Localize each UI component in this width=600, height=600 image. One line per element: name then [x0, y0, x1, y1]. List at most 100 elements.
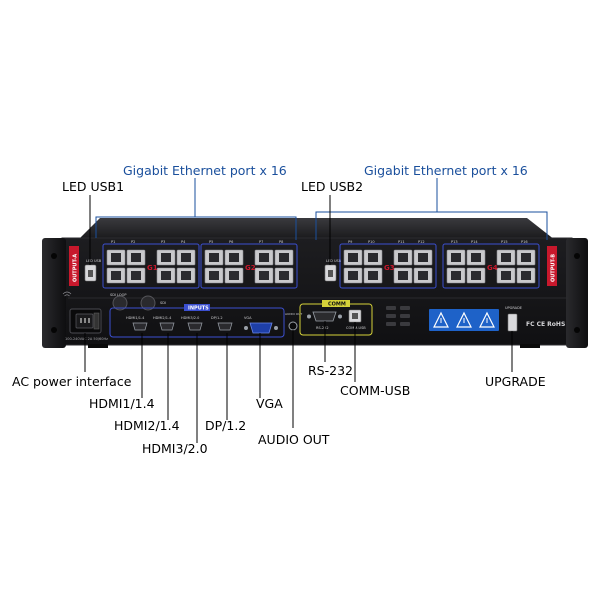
- chassis-foot: [520, 344, 540, 348]
- vga-screw: [274, 326, 278, 330]
- warning-icons: [433, 311, 495, 328]
- ethernet-port-socket: [368, 253, 378, 262]
- port-number-label: P5: [209, 240, 213, 244]
- gige-left-leader: [95, 216, 297, 240]
- power-switch[interactable]: [93, 312, 100, 330]
- port-number-label: P10: [368, 240, 375, 244]
- certification-marks: FC CE RoHS: [526, 321, 565, 328]
- gige-right-callout: Gigabit Ethernet port x 16: [364, 163, 528, 178]
- port-group-frame: [102, 243, 200, 289]
- upgrade-small-label: UPGRADE: [505, 306, 522, 310]
- output-b-label: OUTPUT-B: [551, 254, 557, 282]
- ethernet-port-socket: [348, 271, 358, 280]
- port-group-frame: [339, 243, 437, 289]
- warning-triangle-icon: [479, 311, 495, 328]
- rs232-connector[interactable]: [312, 311, 337, 322]
- ear-hole: [51, 327, 57, 333]
- ethernet-port-socket: [131, 253, 141, 262]
- ethernet-port-socket: [471, 271, 481, 280]
- upgrade-callout: UPGRADE: [485, 374, 546, 389]
- hdmi-port[interactable]: [132, 322, 148, 331]
- port-number-label: P13: [451, 240, 458, 244]
- warning-triangle-icon: [433, 311, 449, 328]
- port-number-label: P16: [521, 240, 528, 244]
- ethernet-port-socket: [418, 271, 428, 280]
- ethernet-port-socket: [161, 253, 171, 262]
- port-number-label: P14: [471, 240, 478, 244]
- input-port-label: HDMI1/1.4: [126, 316, 145, 320]
- sdi-loop-label: SDI LOOP: [110, 293, 127, 297]
- ethernet-port-socket: [279, 253, 289, 262]
- ethernet-port-socket: [259, 253, 269, 262]
- port-number-label: P15: [501, 240, 508, 244]
- rs232-screw: [338, 314, 342, 319]
- output-a-tag: [69, 246, 79, 286]
- port-number-label: P6: [229, 240, 233, 244]
- audio-out-small-label: AUDIO OUT: [285, 312, 302, 316]
- ear-hole: [574, 327, 580, 333]
- ethernet-port-socket: [131, 271, 141, 280]
- port-number-label: P8: [279, 240, 283, 244]
- hdmi-port[interactable]: [187, 322, 203, 331]
- vga-connector[interactable]: [249, 322, 273, 334]
- port-number-label: P11: [398, 240, 405, 244]
- ethernet-port-socket: [451, 271, 461, 280]
- led-usb1-small-label: LED USB: [86, 259, 102, 263]
- sdi-connector[interactable]: [140, 295, 156, 311]
- hdmi-port[interactable]: [159, 322, 175, 331]
- audio-out-callout: AUDIO OUT: [258, 432, 330, 447]
- ethernet-port-socket: [398, 253, 408, 262]
- port-group-label: G3: [384, 264, 395, 272]
- gige-left-callout: Gigabit Ethernet port x 16: [123, 163, 287, 178]
- rack-ear-right: [566, 238, 588, 348]
- led-usb2-callout: LED USB2: [301, 179, 364, 194]
- sdi-loop-connector[interactable]: [112, 295, 128, 311]
- port-number-label: P4: [181, 240, 186, 244]
- input-port-label: VGA: [244, 316, 252, 320]
- comm-usb-small-label: COMM-USB: [346, 326, 366, 330]
- port-number-label: P1: [111, 240, 115, 244]
- warning-triangle-icon: [456, 311, 472, 328]
- output-a-label: OUTPUT-A: [73, 254, 79, 282]
- ethernet-port-socket: [398, 271, 408, 280]
- dp-port[interactable]: [217, 322, 233, 331]
- ethernet-port-socket: [111, 253, 121, 262]
- port-number-label: P3: [161, 240, 165, 244]
- ear-hole: [51, 253, 57, 259]
- rs232-screw: [307, 314, 311, 319]
- ear-hole: [574, 253, 580, 259]
- ac-power-pin: [80, 318, 82, 323]
- port-number-label: P9: [348, 240, 352, 244]
- led-usb2-small-label: LED USB: [326, 259, 342, 263]
- rs232-small-label: RS-232: [316, 326, 329, 330]
- ethernet-port-socket: [348, 253, 358, 262]
- rack-ear-left: [42, 238, 66, 348]
- ethernet-port-socket: [181, 271, 191, 280]
- ethernet-port-socket: [451, 253, 461, 262]
- led-usb1-port-slot: [88, 270, 93, 277]
- inputs-title-tag: [184, 304, 210, 311]
- vga-callout: VGA: [256, 396, 283, 411]
- hdmi1-callout: HDMI1/1.4: [89, 396, 155, 411]
- ethernet-port-socket: [521, 271, 531, 280]
- chassis-foot: [88, 344, 108, 348]
- port-group-frame: [200, 243, 298, 289]
- hdmi2-callout: HDMI2/1.4: [114, 418, 180, 433]
- ethernet-port-socket: [181, 253, 191, 262]
- power-spec-label: 100-240VAC 2A 50/60Hz: [65, 337, 108, 341]
- led-usb2-port-slot: [328, 270, 333, 277]
- port-group-frame: [442, 243, 540, 289]
- sdi-label: SDI: [160, 301, 166, 305]
- ethernet-port-socket: [111, 271, 121, 280]
- ethernet-port-socket: [279, 271, 289, 280]
- audio-out-jack[interactable]: [288, 321, 298, 331]
- ethernet-port-socket: [418, 253, 428, 262]
- output-b-tag: [547, 246, 557, 286]
- led-usb1-callout: LED USB1: [62, 179, 125, 194]
- upgrade-port[interactable]: [507, 313, 518, 332]
- port-group-label: G2: [245, 264, 256, 272]
- port-number-label: P12: [418, 240, 425, 244]
- input-port-label: HDMI2/1.4: [153, 316, 172, 320]
